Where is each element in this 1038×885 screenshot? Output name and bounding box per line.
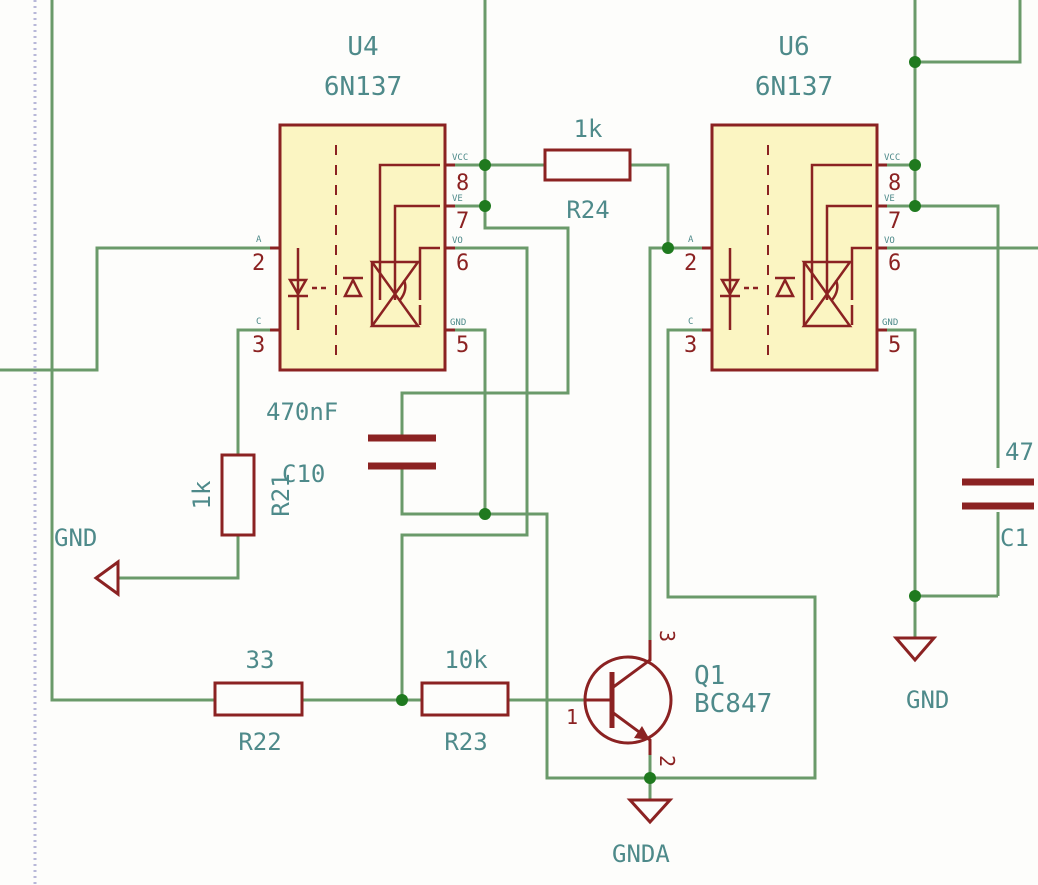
u4-pin-8-label: 8 <box>456 171 469 196</box>
r21-value: 1k <box>188 480 216 509</box>
r22-value: 33 <box>246 646 275 674</box>
u6-pin-2-label: 2 <box>684 251 697 276</box>
wire-u4-pin3-r21 <box>236 328 270 455</box>
junction-u6-gnd <box>909 590 921 602</box>
u6-pin-name-c: C <box>688 317 693 327</box>
c11-reference: C1 <box>1000 524 1029 552</box>
u6-pin-name-a: A <box>688 235 694 245</box>
u4-pin-3-label: 3 <box>252 333 265 358</box>
wire-u6-pin2-q1-collector <box>648 246 668 640</box>
u4-pin-6-label: 6 <box>456 251 469 276</box>
u6-pin-3-label: 3 <box>684 333 697 358</box>
u6-pin-name-vcc: VCC <box>884 153 900 163</box>
c10-reference: C10 <box>282 460 325 488</box>
wire-left-rail-r22 <box>50 0 215 702</box>
u6-pin-name-vo: VO <box>884 236 895 246</box>
capacitor-c10[interactable]: 470nF C10 <box>266 398 436 488</box>
gnd-left-icon <box>93 559 120 597</box>
gnda-icon <box>626 798 674 825</box>
junction-u6-pin2 <box>662 242 674 254</box>
q1-emitter-arrow-icon <box>634 726 650 740</box>
wire-u6-pin7-c11 <box>915 204 1000 468</box>
u4-led-icon <box>287 278 330 298</box>
u4-pin-name-ve: VE <box>452 194 463 204</box>
junction-u4-vcc <box>479 159 491 171</box>
q1-reference: Q1 <box>694 661 725 691</box>
optocoupler-u6[interactable]: 2 3 8 7 6 5 A C VCC VE VO GND U6 6N137 <box>684 32 901 372</box>
u6-photodetector-icon <box>774 260 853 328</box>
q1-pin-emitter: 2 <box>655 755 679 767</box>
q1-pin-base: 1 <box>566 705 578 729</box>
u4-pin-name-a: A <box>256 235 262 245</box>
wire-r24-u6-pin2 <box>630 163 702 250</box>
wire-u6-pin3-loop <box>650 328 817 780</box>
r23-reference: R23 <box>444 728 487 756</box>
u4-pin-5-label: 5 <box>456 333 469 358</box>
u6-pin-name-ve: VE <box>884 194 895 204</box>
u4-pin-2-label: 2 <box>252 251 265 276</box>
wire-u4-pin5 <box>445 328 650 780</box>
u6-pin-7-label: 7 <box>888 209 901 234</box>
junction-u6-pin7 <box>909 200 921 212</box>
u6-pin-name-gnd: GND <box>882 318 898 328</box>
u4-pin-name-c: C <box>256 317 261 327</box>
u6-pin-5-label: 5 <box>888 333 901 358</box>
gnda-symbol: GNDA <box>612 798 674 868</box>
gnda-label: GNDA <box>612 840 670 868</box>
r23-value: 10k <box>444 646 488 674</box>
wire-u4-pin7-c10 <box>400 206 570 438</box>
gnd-right-label: GND <box>906 686 949 714</box>
wire-input-signal <box>0 246 270 372</box>
u4-pin-name-gnd: GND <box>450 318 466 328</box>
optocoupler-u4[interactable]: 2 3 8 7 6 5 A C VCC VE VO GND U4 6N137 <box>252 32 469 372</box>
wire-u6-pin5-gnd <box>877 328 917 638</box>
u6-value: 6N137 <box>755 72 833 102</box>
q1-pin-collector: 3 <box>655 630 679 642</box>
junction-u6-vcc-top <box>909 56 921 68</box>
c10-value: 470nF <box>266 398 338 426</box>
gnd-right-icon <box>892 636 938 663</box>
resistor-r22[interactable]: 33 R22 <box>213 646 304 756</box>
capacitor-c11[interactable]: 47 C1 <box>962 438 1034 552</box>
u4-reference: U4 <box>347 32 378 62</box>
resistor-r21[interactable]: 1k R21 <box>188 453 295 537</box>
u6-pin-6-label: 6 <box>888 251 901 276</box>
u4-pin-name-vcc: VCC <box>452 153 468 163</box>
gnd-left-label: GND <box>54 524 97 552</box>
u4-photodetector-icon <box>342 260 421 328</box>
r24-reference: R24 <box>566 196 609 224</box>
gnd-symbol-right: GND <box>892 636 949 714</box>
junction-u4-pin7 <box>479 200 491 212</box>
wire-u6-vcc-topright <box>915 0 1022 64</box>
junction-c10-gnd <box>479 508 491 520</box>
junction-gnda <box>644 772 656 784</box>
transistor-q1[interactable]: 1 3 2 Q1 BC847 <box>566 630 772 767</box>
junctions <box>396 56 921 784</box>
c11-value: 47 <box>1005 438 1034 466</box>
u6-reference: U6 <box>778 32 809 62</box>
r24-value: 1k <box>574 115 603 143</box>
u4-value: 6N137 <box>324 72 402 102</box>
junction-u6-pin8 <box>909 159 921 171</box>
gnd-symbol-left: GND <box>54 524 120 597</box>
u6-led-icon <box>719 278 762 298</box>
q1-value: BC847 <box>694 689 772 719</box>
u4-pin-name-vo: VO <box>452 236 463 246</box>
wires <box>0 0 1038 800</box>
u4-pin-7-label: 7 <box>456 209 469 234</box>
resistor-r23[interactable]: 10k R23 <box>420 646 510 756</box>
r22-reference: R22 <box>238 728 281 756</box>
wire-c10-bottom <box>400 468 485 516</box>
r21-reference: R21 <box>267 473 295 516</box>
junction-r22-r23 <box>396 694 408 706</box>
u6-pin-8-label: 8 <box>888 171 901 196</box>
wire-node-u4-pin6 <box>400 246 529 700</box>
wire-r21-gnd <box>118 535 240 580</box>
resistor-r24[interactable]: 1k R24 <box>543 115 632 224</box>
